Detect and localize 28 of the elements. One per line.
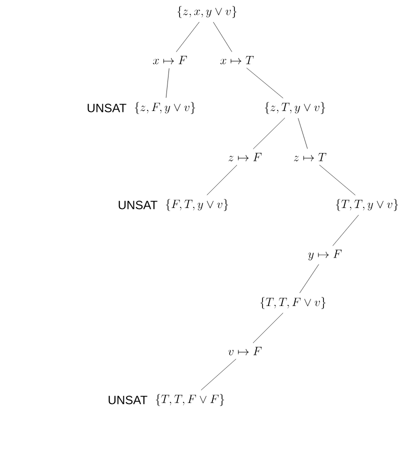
status-label: UNSAT: [118, 200, 158, 210]
set-label: $\{z, T, y \vee v\}$: [264, 102, 326, 114]
tree-line: [252, 312, 284, 344]
set-label: $\{z, F, y \vee v\}$: [134, 102, 196, 114]
tree-line: [332, 214, 359, 246]
tree-line: [206, 164, 238, 196]
assignment-label: $v \mapsto F$: [228, 346, 262, 356]
tree-line: [176, 22, 200, 52]
tree-line: [300, 264, 319, 294]
set-label: $\{T, T, y \vee v\}$: [336, 199, 398, 211]
set-label: $\{T, T, F \vee F\}$: [156, 394, 224, 406]
assignment-label: $x \mapsto T$: [220, 56, 254, 64]
tree-line: [166, 68, 170, 98]
set-label: $\{T, T, F \vee v\}$: [260, 297, 326, 309]
tree-line: [213, 22, 232, 52]
tree-line: [298, 118, 308, 149]
assignment-label: $z \mapsto F$: [228, 152, 262, 162]
tree-line: [319, 164, 356, 196]
tree-line: [200, 358, 236, 390]
set-label: $\{z, x, y \vee v\}$: [177, 6, 237, 18]
tree-line: [246, 68, 284, 98]
assignment-label: $z \mapsto T$: [294, 152, 326, 162]
status-label: UNSAT: [88, 104, 126, 112]
status-label: UNSAT: [108, 396, 148, 404]
assignment-label: $y \mapsto F$: [308, 250, 342, 260]
assignment-label: $x \mapsto F$: [153, 56, 187, 64]
tree-line: [252, 118, 286, 150]
set-label: $\{F, T, y \vee v\}$: [166, 199, 228, 211]
